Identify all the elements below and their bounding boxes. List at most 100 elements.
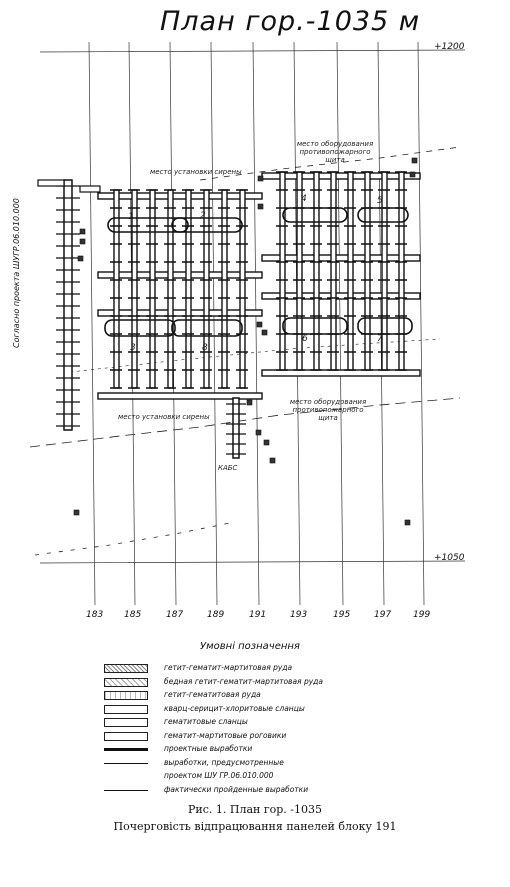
panel-loop: [171, 217, 243, 233]
figure-caption: Рис. 1. План гор. -1035: [188, 803, 322, 816]
mine-shaft-column: [63, 179, 73, 431]
mine-drift: [261, 369, 421, 377]
fire-shield-label-top: место оборудования противопожарного щита: [296, 140, 374, 164]
legend-label: кварц-серицит-хлоритовые сланцы: [164, 703, 305, 713]
mine-drift: [97, 271, 263, 279]
legend-swatch: [104, 789, 148, 791]
survey-marker: [411, 157, 418, 164]
mine-drift: [261, 292, 421, 300]
legend-label: фактически пройденные выработки: [164, 784, 309, 794]
legend-item: гематитовые сланцы: [104, 717, 364, 729]
panel-number: 5: [377, 196, 383, 206]
legend-item: гетит-гематитовая руда: [104, 690, 364, 702]
siren-label-bottom: место установки сирены: [118, 413, 210, 421]
contact-dashed-line: [29, 397, 461, 448]
panel-loop: [104, 319, 176, 337]
legend-item: проектом ШУ ГР.06.010.000: [104, 771, 364, 783]
grid-label-top: +1200: [434, 42, 465, 52]
legend-swatch: [104, 704, 148, 714]
legend-title: Умовні позначення: [200, 641, 300, 652]
legend-label: гетит-гематитовая руда: [164, 690, 261, 699]
survey-marker: [256, 321, 263, 328]
legend-swatch: [104, 677, 148, 687]
mine-drift: [37, 179, 65, 187]
panel-loop: [107, 217, 189, 233]
figure-subcaption: Почерговість відпрацювання панелей блоку…: [113, 820, 397, 833]
mine-drift: [97, 309, 263, 317]
legend-item: бедная гетит-гематит-мартитовая руда: [104, 677, 364, 689]
panel-number: 7: [377, 334, 383, 344]
mine-drift: [113, 189, 120, 389]
panel-number: 2: [200, 211, 206, 221]
mine-drift: [261, 172, 421, 180]
grid-vertical-line: [252, 41, 260, 606]
survey-marker: [79, 238, 86, 245]
panel-loop: [171, 319, 243, 337]
mine-drift: [279, 171, 286, 371]
mine-drift: [239, 189, 246, 389]
legend-label: бедная гетит-гематит-мартитовая руда: [164, 676, 323, 686]
grid-vertical-line: [88, 41, 96, 606]
survey-marker: [79, 228, 86, 235]
panel-number: 8: [202, 343, 208, 353]
legend-swatch: [104, 691, 148, 700]
mine-drift: [79, 185, 101, 193]
grid-vertical-line: [210, 41, 218, 606]
legend-item: гематит-мартитовые роговики: [104, 731, 364, 743]
mine-drift: [97, 392, 263, 400]
mine-drift: [261, 254, 421, 262]
grid-label-x: 187: [166, 610, 184, 620]
legend-label: проектные выработки: [164, 744, 253, 753]
mine-drift: [330, 171, 337, 371]
grid-vertical-line: [417, 41, 425, 606]
contact-dashed-line: [199, 146, 461, 181]
legend-item: кварц-серицит-хлоритовые сланцы: [104, 704, 364, 716]
side-project-label: Согласно проекта ШУГР.06.010.000: [12, 198, 21, 348]
legend-item: гетит-гематит-мартитовая руда: [104, 663, 364, 675]
survey-marker: [263, 439, 270, 446]
panel-number: 1: [128, 212, 134, 222]
mine-drift: [398, 171, 405, 371]
survey-marker: [73, 509, 80, 516]
mine-drift: [97, 192, 263, 200]
legend-label: выработки, предусмотренные: [164, 757, 284, 767]
contact-dashed-line: [34, 522, 231, 556]
legend-swatch: [104, 664, 148, 673]
survey-marker: [404, 519, 411, 526]
kabs-label: КАБС: [218, 464, 238, 472]
legend-swatch: [104, 762, 148, 765]
legend-swatch: [104, 748, 148, 751]
panel-loop: [282, 317, 348, 335]
survey-marker: [261, 329, 268, 336]
survey-marker: [255, 429, 262, 436]
legend-item: выработки, предусмотренные: [104, 758, 364, 770]
panel-loop: [357, 317, 413, 335]
grid-label-bottom: +1050: [434, 553, 465, 563]
siren-label-top: место установки сирены: [150, 168, 242, 176]
legend-label: гетит-гематит-мартитовая руда: [164, 663, 293, 672]
grid-horizontal-line: [39, 560, 466, 564]
mine-drift: [313, 171, 320, 371]
grid-label-x: 183: [86, 610, 104, 620]
survey-marker: [77, 255, 84, 262]
grid-label-x: 189: [207, 610, 225, 620]
panel-number: 6: [302, 334, 308, 344]
legend-swatch: [104, 772, 148, 781]
plan-title: План гор.-1035 м: [160, 6, 421, 37]
grid-horizontal-line: [39, 49, 466, 53]
mine-shaft: [232, 397, 240, 459]
panel-loop: [357, 207, 409, 223]
mine-drift: [364, 171, 371, 371]
survey-marker: [409, 171, 416, 178]
legend-swatch: [104, 718, 148, 727]
mine-drift: [221, 189, 228, 389]
grid-vertical-line: [377, 41, 385, 606]
grid-label-x: 185: [124, 610, 142, 620]
panel-number: 4: [301, 194, 307, 204]
legend-item: фактически пройденные выработки: [104, 785, 364, 797]
mine-plan-drawing: [29, 41, 466, 606]
legend-swatch: [104, 731, 148, 741]
survey-marker: [246, 399, 253, 406]
panel-number: 3: [130, 343, 136, 353]
grid-label-x: 199: [413, 610, 431, 620]
